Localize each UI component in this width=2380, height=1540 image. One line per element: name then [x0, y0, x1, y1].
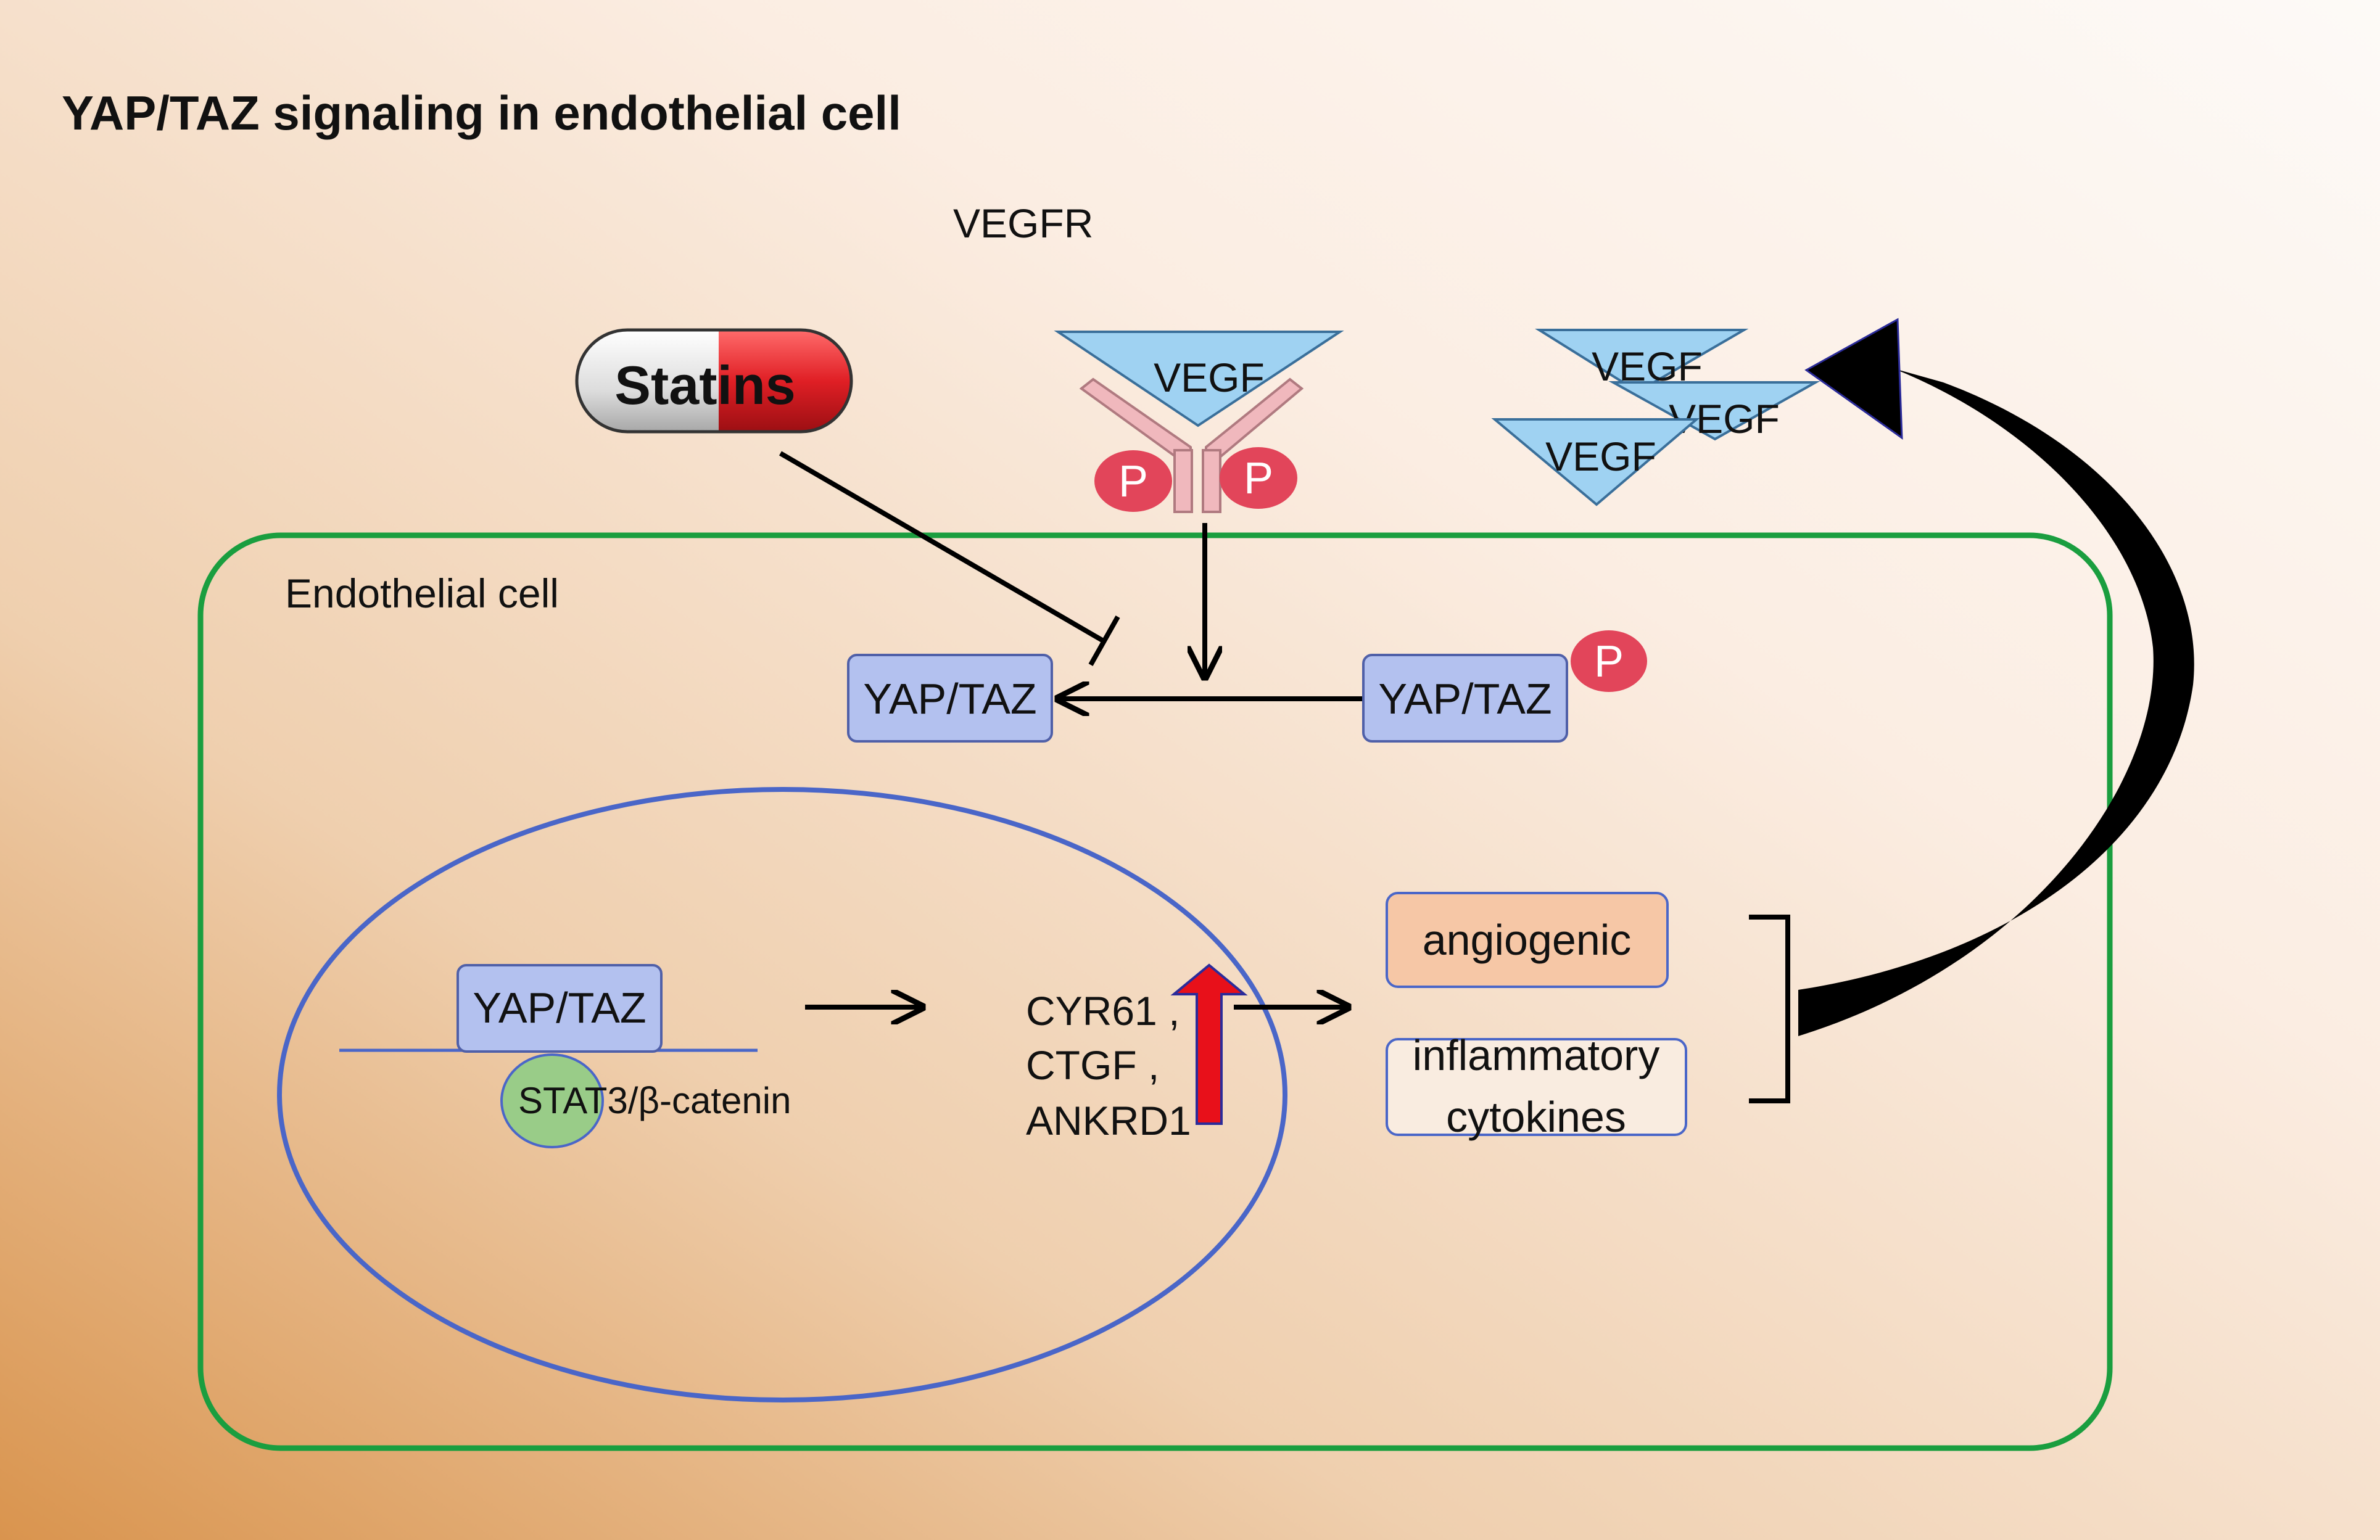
vegf-ligand-label: VEGF: [1154, 355, 1265, 400]
diagram-title: YAP/TAZ signaling in endothelial cell: [62, 86, 901, 140]
statins-pill-icon: [575, 328, 853, 434]
cofactor-label-part1: STAT: [518, 1080, 607, 1121]
stat3-catenin-circle: [500, 1053, 604, 1148]
receptor-phospho-left-label: P: [1118, 457, 1148, 506]
target-gene-3: ANKRD1: [1026, 1098, 1191, 1143]
yap-taz-active-label: YAP/TAZ: [863, 675, 1036, 723]
target-gene-1: CYR61 ,: [1026, 988, 1180, 1034]
nuclear-yap-taz-label: YAP/TAZ: [473, 984, 646, 1032]
secreted-vegf-1-icon: [1535, 329, 1749, 393]
secreted-vegf-3-label: VEGF: [1545, 434, 1656, 479]
receptor-label: VEGFR: [953, 200, 1093, 246]
cytokines-label: cytokines: [1446, 1093, 1626, 1141]
vegf-ligand-icon: [1054, 331, 1344, 427]
yap-taz-phospho-label: YAP/TAZ: [1378, 675, 1552, 723]
nuclear-yap-taz-box: [457, 964, 663, 1053]
receptor-phospho-left: [1094, 450, 1172, 512]
angiogenic-box: [1386, 892, 1669, 988]
endothelial-cell-membrane: [197, 532, 2113, 1451]
yap-taz-phospho-circle: [1571, 630, 1647, 692]
inflammatory-cytokines-box: [1386, 1038, 1687, 1136]
secreted-vegf-3-icon: [1491, 418, 1700, 506]
yap-taz-phospho-box: [1362, 654, 1568, 743]
statins-label: Statins: [614, 355, 795, 416]
inflammatory-label: inflammatory: [1413, 1031, 1660, 1079]
secretion-arrow-head: [1804, 318, 1903, 440]
secreted-vegf-2-icon: [1608, 381, 1820, 441]
cofactor-label: STAT3/β-catenin: [518, 1080, 791, 1121]
receptor-phospho-right: [1220, 447, 1297, 509]
nucleus: [277, 787, 1287, 1402]
vegfr-receptor-icon: [1079, 377, 1304, 513]
receptor-phospho-right-label: P: [1244, 454, 1273, 503]
yap-taz-active-box: [847, 654, 1053, 743]
target-gene-2: CTGF ,: [1026, 1042, 1159, 1088]
cell-label: Endothelial cell: [285, 570, 559, 616]
angiogenic-label: angiogenic: [1423, 916, 1632, 964]
yap-taz-phospho-circle-label: P: [1594, 637, 1624, 686]
cofactor-label-part2: 3/β-catenin: [607, 1080, 791, 1121]
statins-inhibition-line: [779, 451, 1106, 644]
output-bracket: [1749, 915, 1790, 1103]
upregulation-arrow-icon: [1170, 963, 1248, 1125]
inhibition-bar: [1088, 616, 1120, 666]
